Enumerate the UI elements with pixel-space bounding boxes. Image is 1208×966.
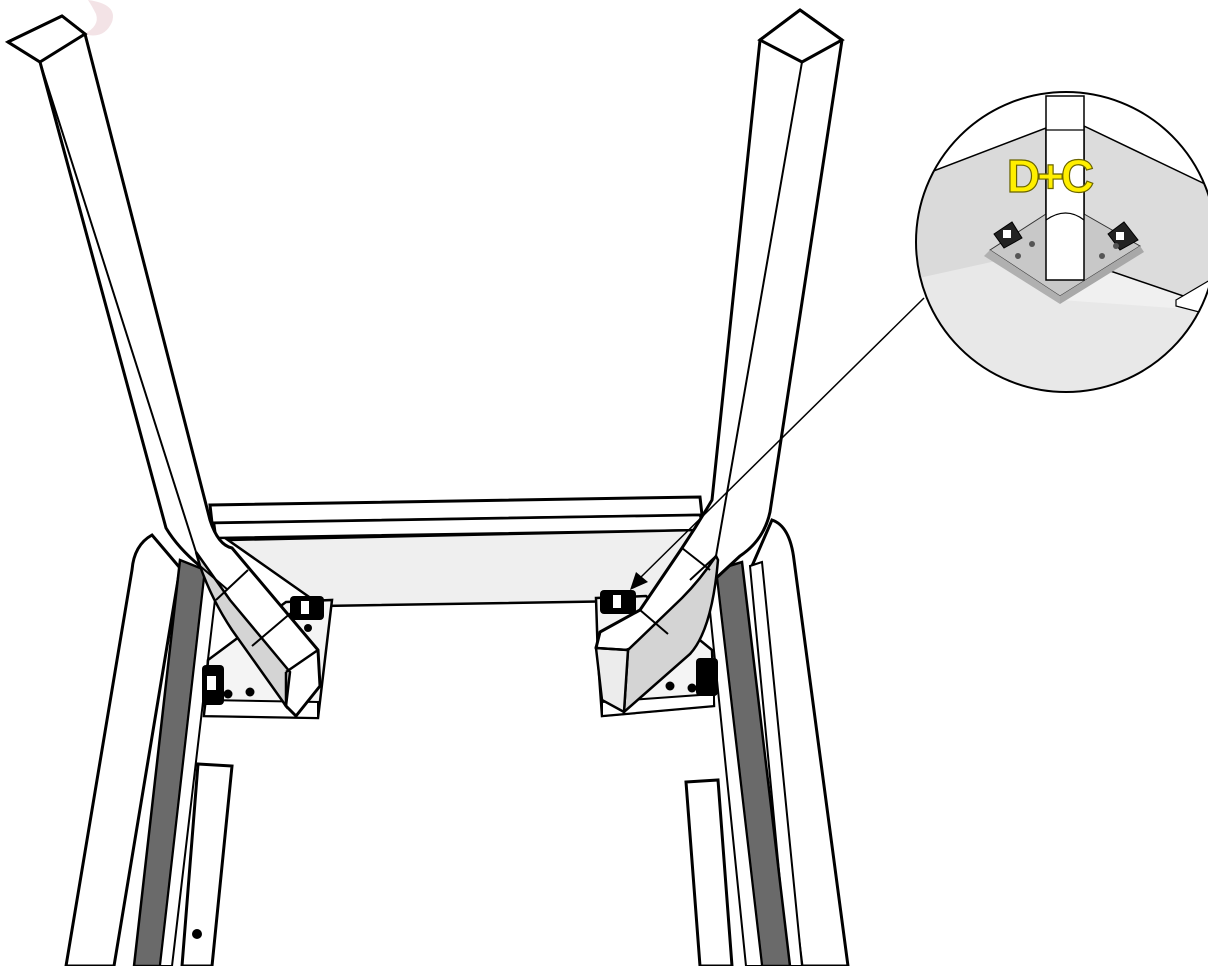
back-apron	[208, 495, 706, 608]
left-side-rail	[64, 533, 234, 966]
right-leg	[594, 8, 845, 715]
left-rail-dark-face	[132, 558, 207, 966]
callout-arrowhead	[630, 572, 648, 590]
right-side-rail	[684, 518, 850, 966]
callout-label: D+C	[1007, 150, 1093, 202]
right-clip-side	[696, 658, 718, 696]
detail-magnifier	[916, 92, 1208, 392]
logo-mark	[84, 0, 113, 36]
callout-leader-line	[639, 297, 925, 579]
left-leg	[4, 14, 322, 718]
detail-clip-left	[993, 221, 1023, 249]
